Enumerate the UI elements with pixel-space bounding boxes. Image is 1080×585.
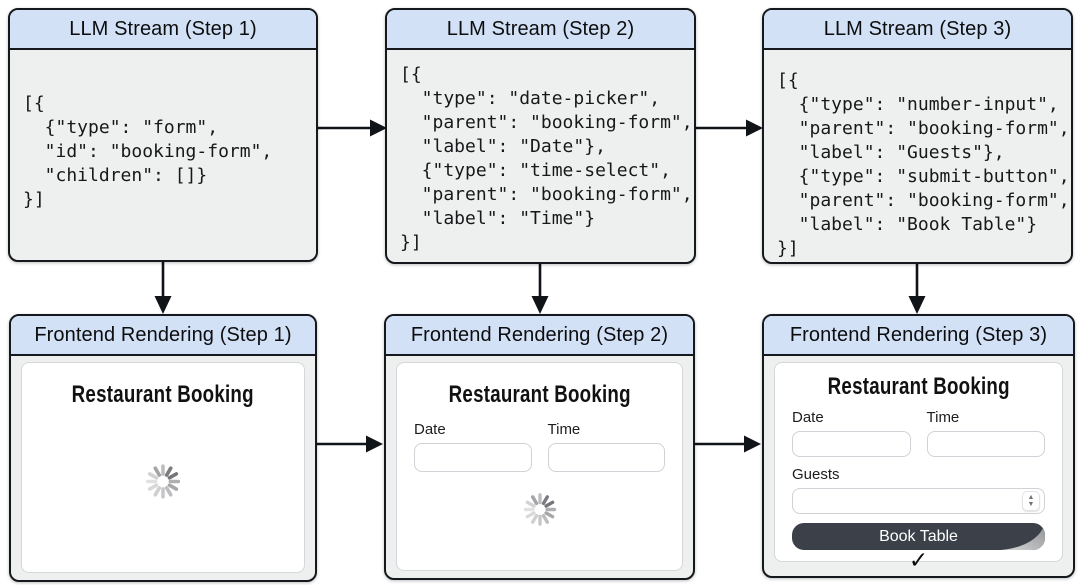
book-table-button-label: Book Table: [879, 527, 958, 545]
date-label: Date: [414, 421, 446, 438]
panel-title: Frontend Rendering (Step 2): [386, 316, 693, 356]
rendered-form-card: Restaurant Booking Date Time: [396, 362, 683, 571]
llm-stream-panel-3: LLM Stream (Step 3) [{ {"type": "number-…: [762, 8, 1073, 264]
json-stream-code-1: [{ {"type": "form", "id": "booking-form"…: [23, 93, 273, 210]
frontend-rendering-panel-3: Frontend Rendering (Step 3) Restaurant B…: [762, 314, 1075, 578]
panel-title: LLM Stream (Step 3): [764, 10, 1071, 50]
time-label: Time: [547, 421, 581, 438]
page-curl-icon: [1001, 523, 1045, 550]
book-table-button[interactable]: Book Table: [792, 523, 1045, 550]
guests-label: Guests: [792, 466, 840, 483]
date-input[interactable]: [414, 443, 532, 472]
form-title: Restaurant Booking: [827, 373, 1010, 400]
json-stream-code-3: [{ {"type": "number-input", "parent": "b…: [777, 70, 1070, 259]
check-icon: ✓: [908, 548, 929, 574]
frontend-rendering-panel-1: Frontend Rendering (Step 1) Restaurant B…: [9, 314, 317, 582]
number-stepper[interactable]: ▲ ▼: [1022, 491, 1040, 511]
time-label: Time: [926, 409, 960, 426]
time-input[interactable]: [547, 443, 665, 472]
form-title: Restaurant Booking: [448, 381, 631, 408]
rendered-form-card: Restaurant Booking: [21, 362, 305, 573]
date-label: Date: [792, 409, 824, 426]
stepper-up-icon[interactable]: ▲: [1027, 494, 1035, 501]
llm-stream-panel-1: LLM Stream (Step 1) [{ {"type": "form", …: [8, 8, 318, 262]
loading-spinner-icon: [144, 463, 182, 506]
frontend-rendering-panel-2: Frontend Rendering (Step 2) Restaurant B…: [384, 314, 695, 580]
stepper-down-icon[interactable]: ▼: [1027, 501, 1035, 508]
time-input[interactable]: [926, 431, 1045, 457]
panel-title: LLM Stream (Step 2): [387, 10, 694, 50]
json-stream-code-2: [{ "type": "date-picker", "parent": "boo…: [400, 64, 693, 253]
panel-title: Frontend Rendering (Step 1): [11, 316, 315, 356]
panel-title: LLM Stream (Step 1): [10, 10, 316, 50]
rendered-form-card: Restaurant Booking Date Time Guests: [774, 362, 1063, 573]
panel-title: Frontend Rendering (Step 3): [764, 316, 1073, 356]
llm-stream-panel-2: LLM Stream (Step 2) [{ "type": "date-pic…: [385, 8, 696, 264]
form-title: Restaurant Booking: [71, 381, 255, 408]
guests-number-input[interactable]: ▲ ▼: [792, 488, 1045, 514]
date-input[interactable]: [792, 431, 911, 457]
loading-spinner-icon: [522, 492, 558, 533]
